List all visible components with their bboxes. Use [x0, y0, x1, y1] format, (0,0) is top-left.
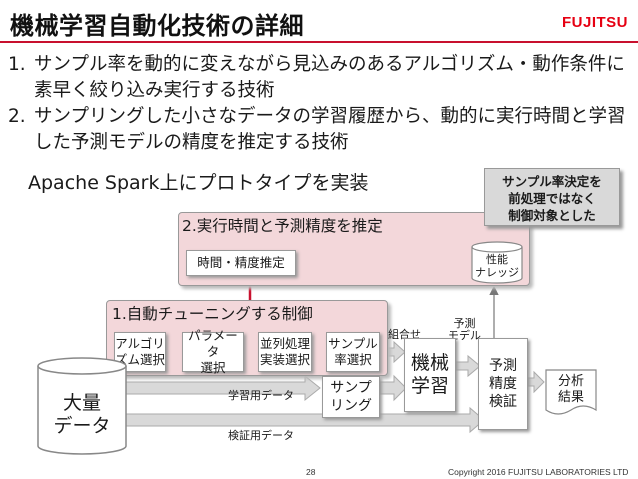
fujitsu-logo: FUJITSU: [561, 14, 628, 31]
sampling-line: リング: [330, 398, 372, 414]
bullet-item: 2. サンプリングした小さなデータの学習履歴から、動的に実行時間と学習した予測モ…: [8, 104, 628, 156]
predict-to-result-arrow: [527, 370, 545, 394]
database-icon: [37, 357, 127, 455]
result-line: 結果: [557, 390, 584, 405]
combination-label: 組合せ: [388, 328, 421, 341]
document-icon: [545, 369, 597, 415]
big-data-line: 大量: [62, 392, 101, 414]
big-data-line: データ: [53, 415, 111, 437]
knowledge-label: 性能 ナレッジ: [470, 253, 524, 279]
step-line: サンプル: [328, 336, 378, 351]
bullet-text: サンプリングした小さなデータの学習履歴から、動的に実行時間と学習した予測モデルの…: [34, 106, 626, 153]
page-number: 28: [306, 467, 316, 477]
estimate-box-label: 時間・精度推定: [197, 255, 285, 270]
time-accuracy-estimate-box: 時間・精度推定: [186, 250, 296, 276]
sampling-box: サンプリング: [322, 376, 380, 418]
validation-data-label: 検証用データ: [228, 429, 294, 442]
sampling-to-ml-arrow: [379, 374, 407, 402]
subtitle: Apache Spark上にプロトタイプを実装: [28, 172, 369, 194]
ml-line: 学習: [410, 375, 449, 397]
knowledge-line: ナレッジ: [475, 266, 519, 279]
title-rule: [0, 41, 638, 43]
valid-data-arrow: [125, 406, 485, 434]
big-data-label: 大量 データ: [36, 392, 128, 438]
bullet-number: 1.: [8, 54, 26, 75]
bullet-list: 1. サンプル率を動的に変えながら見込みのあるアルゴリズム・動作条件に素早く絞り…: [8, 52, 628, 156]
step-line: アルゴリ: [115, 336, 165, 351]
analysis-result: 分析 結果: [544, 368, 598, 418]
copyright: Copyright 2016 FUJITSU LABORATORIES LTD: [448, 467, 629, 477]
step-line: 選択: [200, 360, 226, 375]
result-label: 分析 結果: [544, 374, 598, 406]
sampling-line: サンプ: [330, 380, 372, 396]
predict-line: 精度: [489, 376, 517, 392]
parallel-impl-select-box: 並列処理実装選択: [258, 332, 312, 372]
db-cylinder-icon: [471, 241, 523, 284]
auto-tuning-panel-label: 1.自動チューニングする制御: [112, 305, 313, 323]
model-label-line: モデル: [448, 329, 481, 342]
callout-box: サンプル率決定を 前処理ではなく 制御対象とした: [484, 168, 620, 226]
step-line: ズム選択: [115, 352, 166, 367]
estimation-panel-label: 2.実行時間と予測精度を推定: [182, 217, 383, 235]
predict-line: 予測: [489, 358, 517, 374]
big-data-store: 大量 データ: [36, 356, 128, 456]
sample-rate-select-box: サンプル率選択: [326, 332, 380, 372]
step-line: 率選択: [334, 352, 372, 367]
training-data-label: 学習用データ: [228, 389, 294, 402]
parameter-select-box: パラメータ選択: [182, 328, 244, 375]
result-line: 分析: [557, 374, 584, 389]
step-line: パラメータ: [188, 328, 238, 359]
bullet-item: 1. サンプル率を動的に変えながら見込みのあるアルゴリズム・動作条件に素早く絞り…: [8, 52, 628, 104]
callout-line: サンプル率決定を: [502, 174, 602, 189]
model-arrow: [455, 354, 481, 378]
performance-knowledge-db: 性能 ナレッジ: [470, 240, 524, 284]
callout-line: 制御対象とした: [508, 208, 596, 223]
algorithm-select-box: アルゴリズム選択: [114, 332, 166, 372]
bullet-text: サンプル率を動的に変えながら見込みのあるアルゴリズム・動作条件に素早く絞り込み実…: [34, 54, 625, 101]
model-label-line: 予測: [453, 317, 476, 330]
machine-learning-box: 機械学習: [404, 338, 456, 412]
bullet-number: 2.: [8, 106, 26, 127]
model-label: 予測 モデル: [448, 318, 481, 342]
step-line: 並列処理: [259, 336, 310, 351]
predict-line: 検証: [489, 394, 517, 410]
ml-line: 機械: [410, 352, 449, 374]
callout-line: 前処理ではなく: [508, 191, 596, 206]
step-line: 実装選択: [259, 352, 310, 367]
prediction-accuracy-box: 予測精度検証: [478, 338, 528, 430]
knowledge-line: 性能: [486, 253, 508, 266]
page-title: 機械学習自動化技術の詳細: [10, 12, 304, 40]
train-data-arrow: [125, 374, 321, 402]
